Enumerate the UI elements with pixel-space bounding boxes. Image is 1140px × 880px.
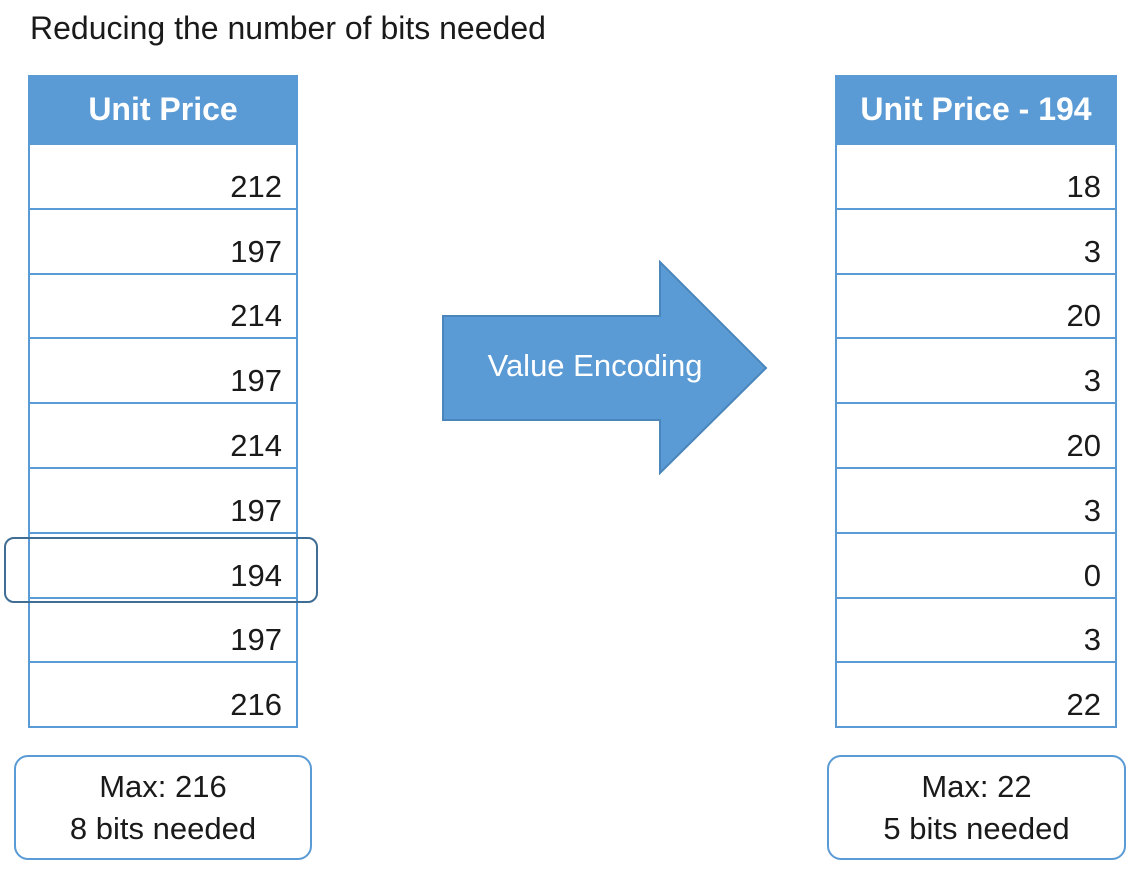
encoded-price-row: 0: [837, 531, 1115, 597]
unit-price-row: 197: [30, 207, 296, 273]
arrow-shape: [442, 260, 768, 475]
encoded-max-summary: Max: 22 5 bits needed: [827, 755, 1126, 860]
encoded-price-rows: 18 3 20 3 20 3 0 3 22: [837, 143, 1115, 726]
encoded-max-label: Max: 22: [921, 768, 1032, 804]
value-encoding-label: Value Encoding: [487, 348, 703, 383]
diagram-title: Reducing the number of bits needed: [30, 10, 546, 46]
unit-price-row: 197: [30, 596, 296, 662]
encoded-bits-label: 5 bits needed: [883, 810, 1070, 846]
value-encoding-arrow: [442, 260, 768, 475]
unit-price-row: 214: [30, 402, 296, 467]
encoded-price-row: 3: [837, 337, 1115, 402]
unit-price-rows: 212 197 214 197 214 197 194 197 216: [30, 143, 296, 726]
original-max-label: Max: 216: [99, 768, 227, 804]
encoded-price-row: 20: [837, 272, 1115, 338]
original-bits-label: 8 bits needed: [69, 810, 257, 846]
encoded-price-table: Unit Price - 194 18 3 20 3 20 3 0 3 22: [835, 75, 1117, 729]
unit-price-row-min: 194: [30, 531, 296, 597]
encoded-price-row: 3: [837, 207, 1115, 273]
unit-price-row: 197: [30, 337, 296, 402]
original-max-summary: Max: 216 8 bits needed: [14, 755, 312, 860]
encoded-price-row: 3: [837, 466, 1115, 532]
encoded-price-header: Unit Price - 194: [837, 75, 1115, 143]
unit-price-row: 212: [30, 143, 296, 208]
encoded-price-row: 22: [837, 661, 1115, 726]
unit-price-row: 197: [30, 466, 296, 532]
encoded-price-row: 18: [837, 143, 1115, 208]
min-value-highlight: [4, 537, 318, 603]
unit-price-header: Unit Price: [30, 75, 296, 143]
unit-price-row: 216: [30, 661, 296, 726]
encoded-price-row: 3: [837, 596, 1115, 662]
unit-price-table: Unit Price 212 197 214 197 214 197 194 1…: [28, 75, 298, 729]
unit-price-row: 214: [30, 272, 296, 338]
encoded-price-row: 20: [837, 402, 1115, 467]
